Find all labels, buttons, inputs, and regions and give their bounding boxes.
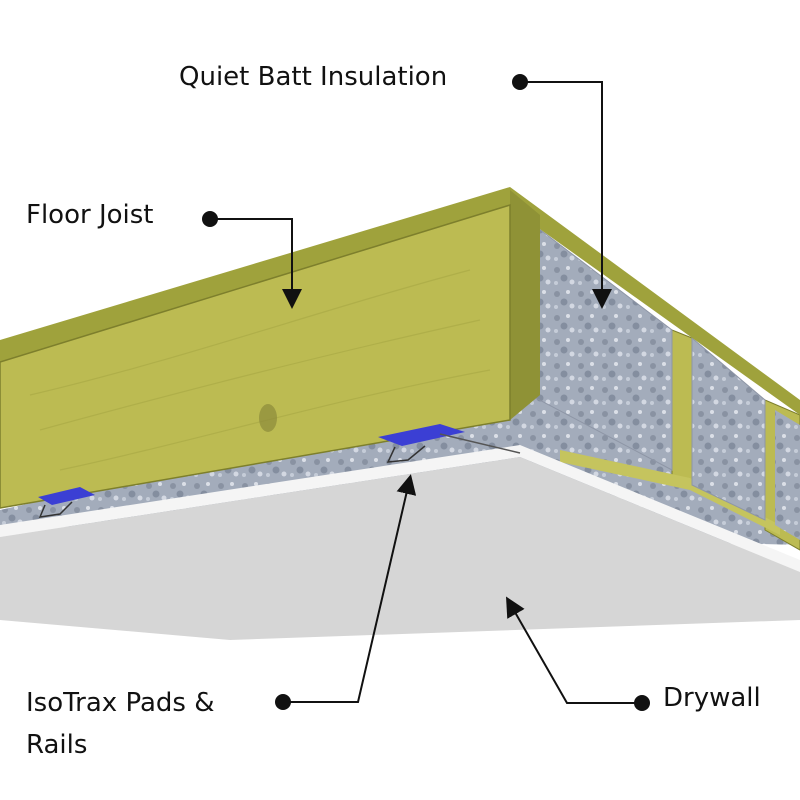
label-isotrax-line-2: Rails: [26, 730, 88, 760]
label-drywall: Drywall: [663, 683, 761, 713]
drywall-edge: [0, 445, 800, 572]
label-isotrax-line-1: IsoTrax Pads &: [26, 688, 215, 718]
label-floor-joist: Floor Joist: [26, 200, 154, 230]
leader-drywall: [506, 596, 650, 711]
insulation-batt-2: [691, 336, 766, 521]
label-isotrax-pads-rails: IsoTrax Pads & Rails: [26, 682, 215, 766]
leader-joist: [202, 211, 302, 309]
floor-joist-top: [0, 187, 800, 415]
leader-insulation: [512, 74, 612, 309]
isotrax-pad-1: [38, 487, 95, 518]
wood-knot: [259, 404, 277, 432]
isotrax-pad-2: [378, 424, 521, 463]
floor-joist-far-1: [671, 329, 693, 491]
insulation-batt-3: [775, 410, 800, 540]
floor-joist-end: [510, 190, 540, 420]
drywall-face: [0, 457, 800, 640]
leader-pads: [275, 474, 417, 710]
floor-joist-far-1-bottom: [560, 450, 780, 535]
floor-joist-face: [0, 203, 511, 509]
label-quiet-batt-insulation: Quiet Batt Insulation: [179, 62, 448, 92]
